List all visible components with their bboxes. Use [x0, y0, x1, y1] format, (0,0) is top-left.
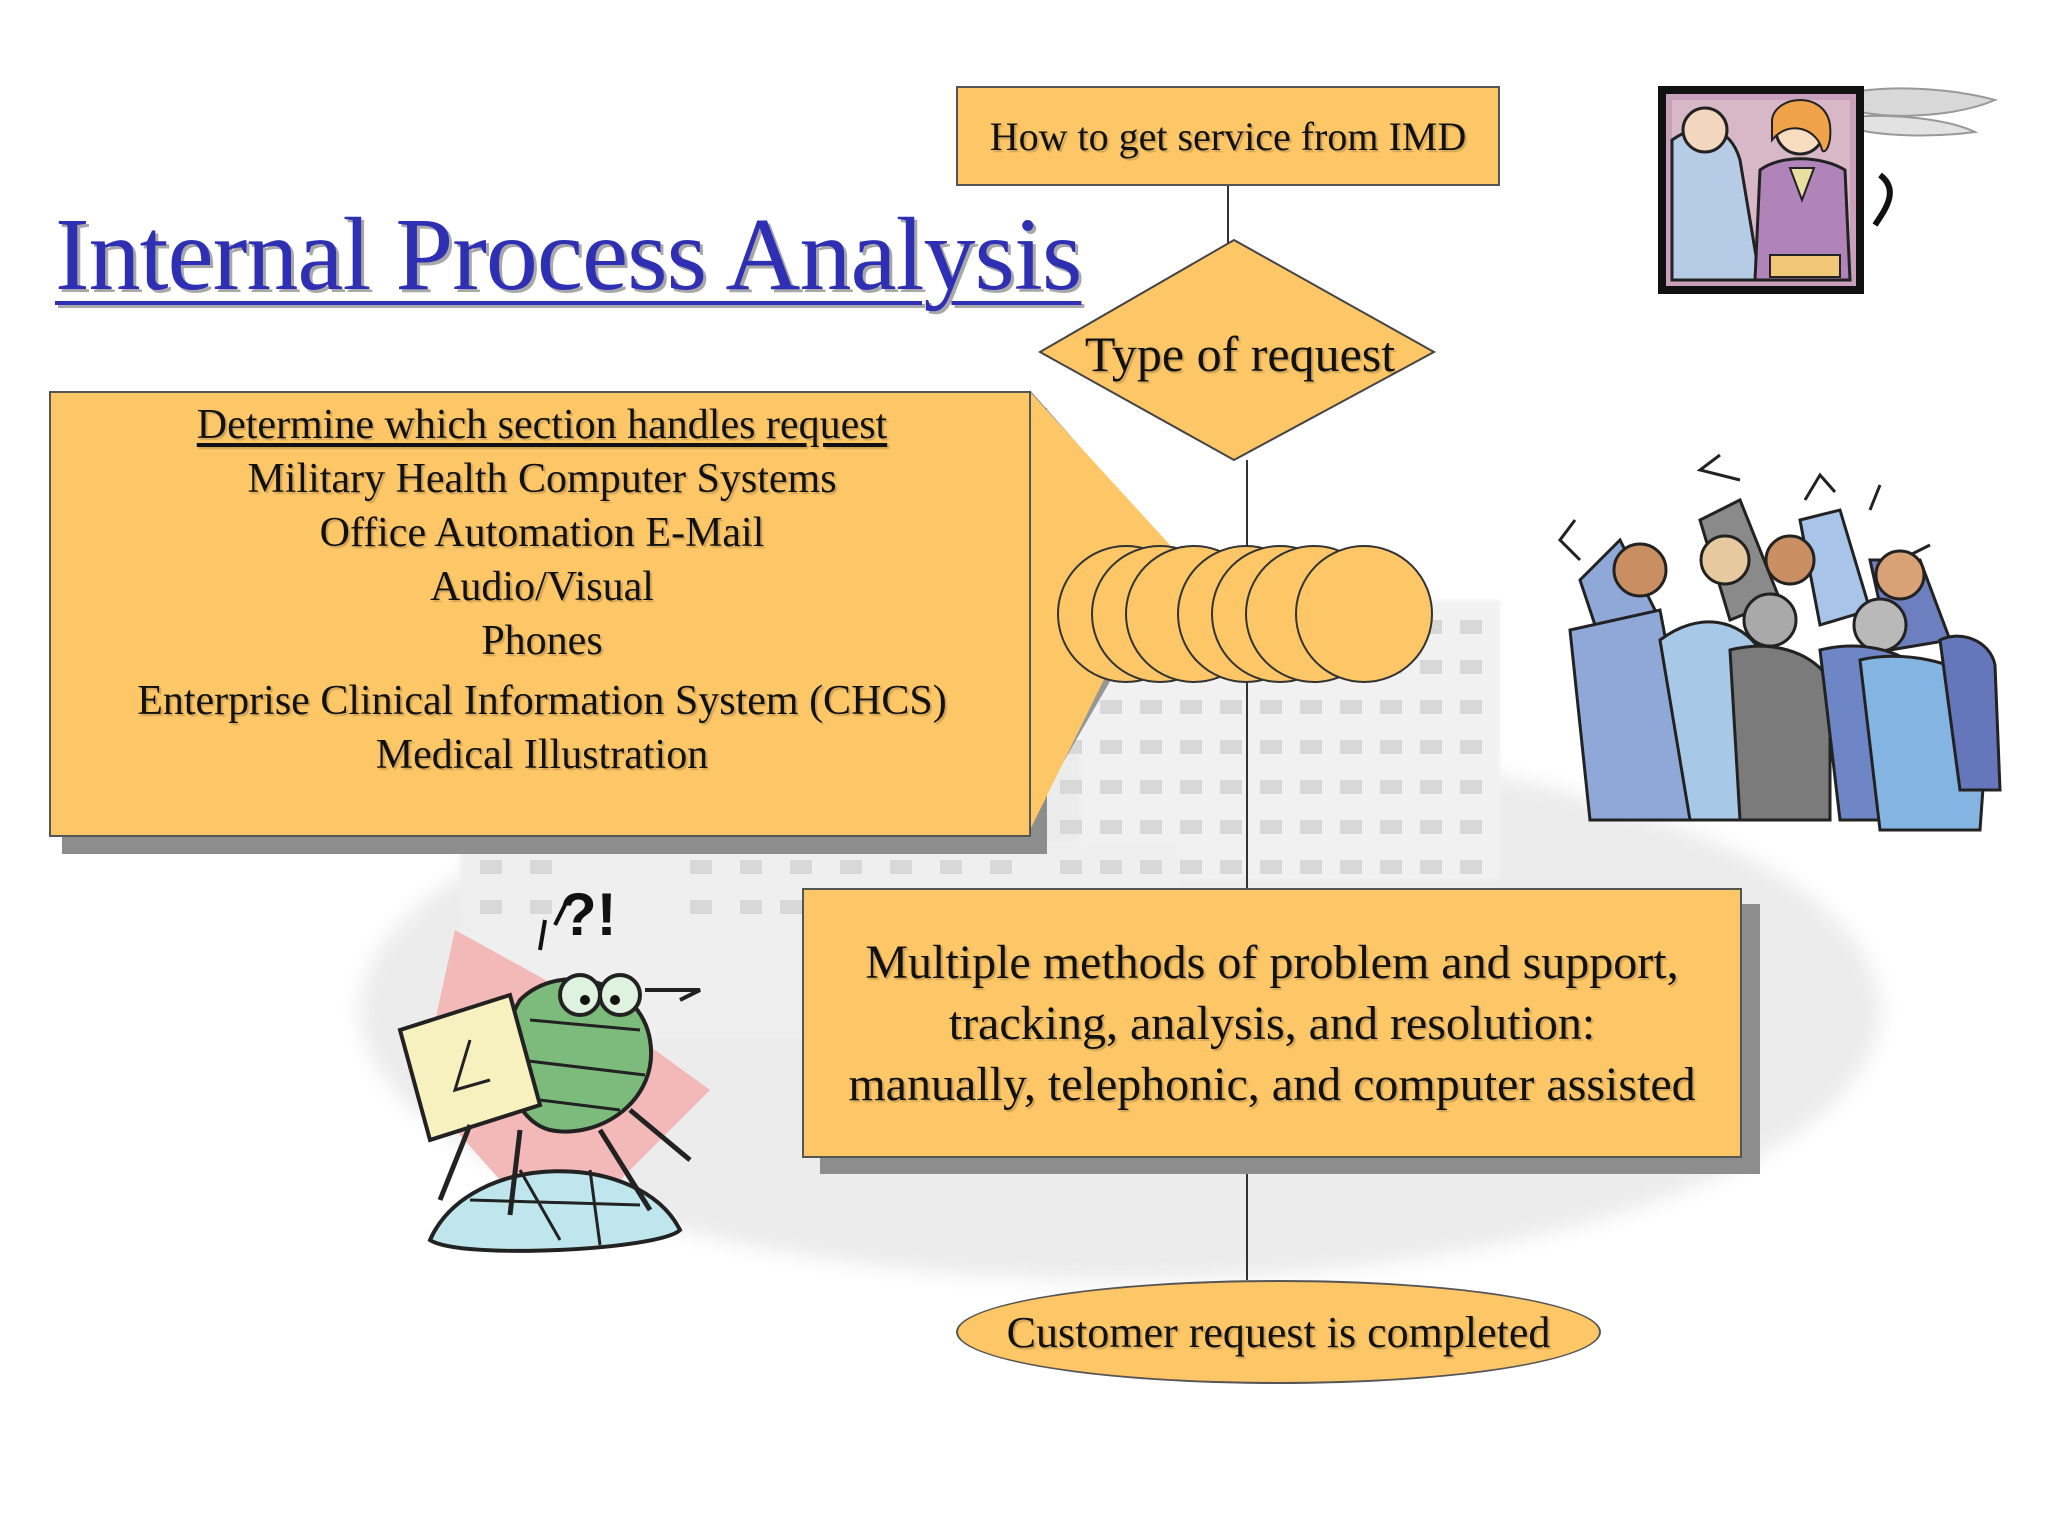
medical-staff-clipart-icon	[1658, 86, 1998, 294]
methods-line: tracking, analysis, and resolution:	[948, 996, 1596, 1050]
decision-label: Type of request	[1084, 326, 1396, 382]
methods-line: Multiple methods of problem and support,	[865, 935, 1679, 989]
start-box-label: How to get service from IMD	[989, 113, 1467, 159]
callout-item: Office Automation E-Mail	[319, 510, 765, 556]
start-box: How to get service from IMD	[956, 86, 1500, 186]
callout-heading: Determine which section handles request	[196, 402, 888, 448]
connector-circles	[1057, 545, 1433, 683]
end-terminator: Customer request is completed	[956, 1280, 1601, 1384]
methods-text: Multiple methods of problem and support,…	[848, 932, 1695, 1115]
methods-box: Multiple methods of problem and support,…	[802, 888, 1742, 1158]
section-callout-shape	[49, 390, 1180, 854]
callout-item: Medical Illustration	[375, 732, 709, 778]
svg-text:?!: ?!	[560, 881, 617, 948]
confused-bug-clipart-icon: ?!	[397, 881, 710, 1253]
callout-item: Enterprise Clinical Information System (…	[137, 678, 947, 724]
page-title: Internal Process Analysis	[55, 197, 1082, 312]
callout-item: Military Health Computer Systems	[247, 456, 837, 502]
connector-circle	[1295, 545, 1433, 683]
methods-line: manually, telephonic, and computer assis…	[848, 1057, 1696, 1111]
end-terminator-label: Customer request is completed	[1006, 1307, 1551, 1357]
decision-diamond	[1037, 238, 1437, 462]
cheering-crowd-clipart-icon	[1558, 453, 2002, 832]
section-callout: Determine which section handles request …	[52, 398, 1032, 782]
callout-item: Phones	[481, 618, 603, 664]
callout-item: Audio/Visual	[430, 564, 654, 610]
